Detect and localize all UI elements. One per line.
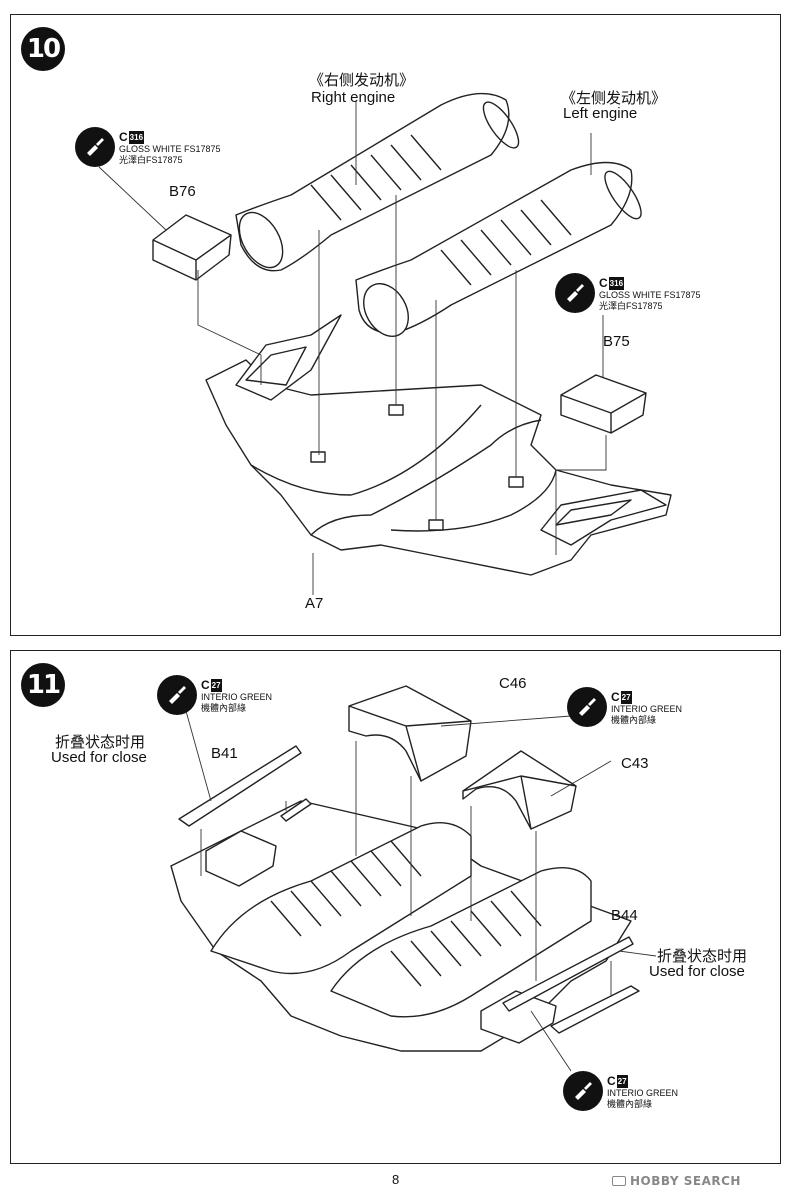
- part-b41: [178, 745, 302, 827]
- paint-code: C: [599, 276, 608, 290]
- left-engine-label-cn: 《左侧发动机》: [561, 90, 667, 107]
- page-number: 8: [392, 1172, 400, 1187]
- part-b44: [502, 936, 634, 1012]
- paint-brush-icon: [555, 273, 595, 313]
- paint-number: 27: [616, 1075, 628, 1088]
- paint-number: 316: [608, 277, 625, 290]
- paint-brush-icon: [157, 675, 197, 715]
- paint-brush-icon: [75, 127, 115, 167]
- paint-name-jp: 機體內部綠: [201, 703, 247, 713]
- fold-note: Used for close: [51, 749, 147, 766]
- fold-note: Used for close: [649, 963, 745, 980]
- paint-number: 316: [128, 131, 145, 144]
- paint-name-jp: 機體內部綠: [611, 715, 657, 725]
- watermark: HOBBY SEARCH: [612, 1174, 741, 1188]
- paint-brush-icon: [567, 687, 607, 727]
- paint-code: C: [611, 690, 620, 704]
- right-engine-label-cn: 《右侧发动机》: [309, 72, 415, 89]
- part-b44-label: B44: [611, 907, 638, 924]
- step-11-diagram: [170, 685, 657, 1072]
- paint-code: C: [201, 678, 210, 692]
- paint-brush-icon: [563, 1071, 603, 1111]
- fold-note-cn: 折叠状态时用: [657, 948, 748, 965]
- step-number-badge: 11: [21, 663, 65, 707]
- part-c43: [462, 750, 577, 830]
- part-b75-label: B75: [603, 333, 630, 350]
- part-b76-label: B76: [169, 183, 196, 200]
- paint-name: GLOSS WHITE FS17875: [119, 144, 221, 154]
- right-engine: [235, 92, 520, 272]
- paint-code: C: [607, 1074, 616, 1088]
- paint-name-jp: 光澤白FS17875: [119, 155, 183, 165]
- paint-name-jp: 光澤白FS17875: [599, 301, 663, 311]
- part-b76: [152, 214, 232, 281]
- part-b41-label: B41: [211, 745, 238, 762]
- right-engine-label: Right engine: [311, 89, 396, 106]
- paint-name: GLOSS WHITE FS17875: [599, 290, 701, 300]
- paint-number: 27: [620, 691, 632, 704]
- part-a7-label: A7: [305, 595, 324, 612]
- watermark-text: HOBBY SEARCH: [630, 1174, 741, 1188]
- part-c46-label: C46: [499, 675, 527, 692]
- camera-icon: [612, 1176, 626, 1186]
- paint-name: INTERIO GREEN: [611, 704, 683, 714]
- left-engine: [355, 161, 642, 337]
- part-c43-label: C43: [621, 755, 649, 772]
- fold-note-cn: 折叠状态时用: [55, 734, 146, 751]
- part-b75: [560, 374, 647, 434]
- part-c46: [348, 685, 472, 782]
- paint-name: INTERIO GREEN: [607, 1088, 679, 1098]
- paint-number: 27: [210, 679, 222, 692]
- left-engine-label: Left engine: [563, 105, 638, 122]
- paint-name-jp: 機體內部綠: [607, 1099, 653, 1109]
- step-11-panel: 11: [10, 650, 781, 1164]
- step-10-panel: 10: [10, 14, 781, 636]
- paint-code: C: [119, 130, 128, 144]
- step-number-badge: 10: [21, 27, 65, 71]
- step-10-diagram: [98, 92, 672, 595]
- paint-name: INTERIO GREEN: [201, 692, 273, 702]
